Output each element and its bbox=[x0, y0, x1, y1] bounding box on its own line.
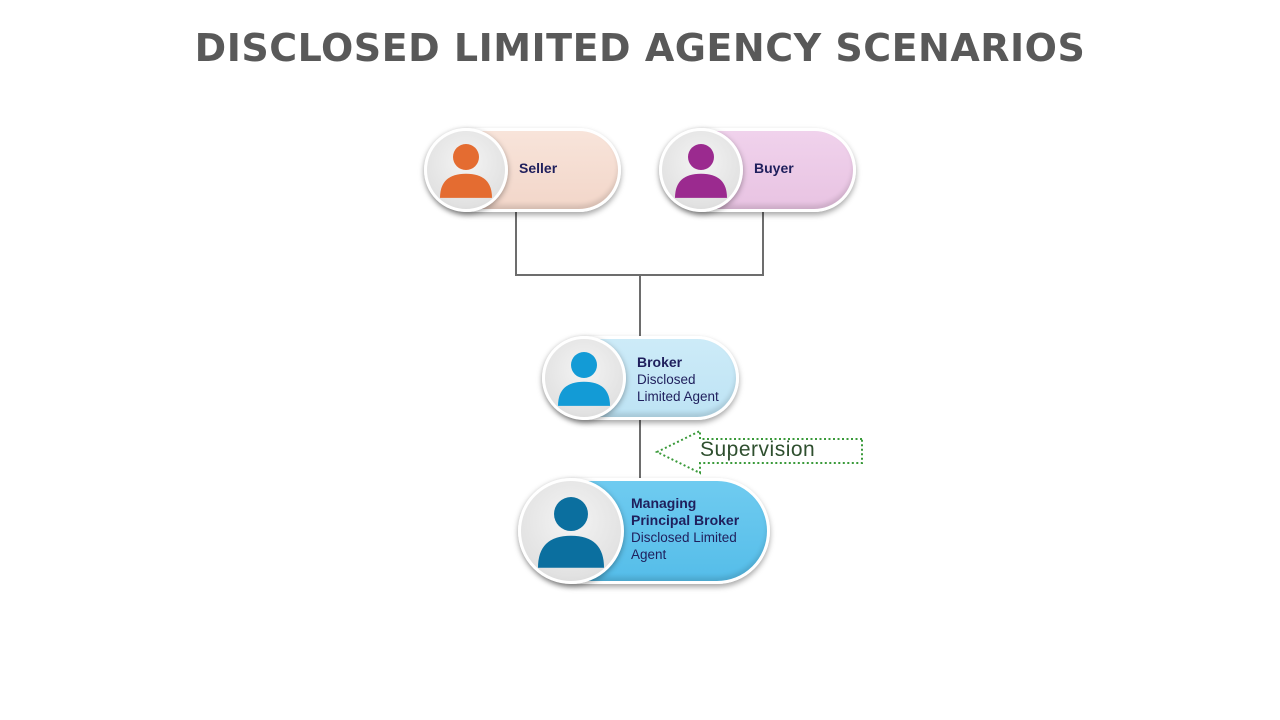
page-title: DISCLOSED LIMITED AGENCY SCENARIOS bbox=[194, 26, 1086, 70]
person-icon bbox=[675, 144, 727, 198]
person-icon bbox=[440, 144, 492, 198]
buyer-name: Buyer bbox=[754, 160, 794, 176]
managing-name-line1: Managing bbox=[631, 495, 697, 511]
supervision-label: Supervision bbox=[700, 438, 816, 461]
supervision-arrow bbox=[654, 429, 863, 475]
person-icon bbox=[558, 352, 610, 406]
managing-role-line2: Agent bbox=[631, 547, 667, 562]
seller-connector bbox=[515, 212, 640, 276]
managing-broker-label: Managing Principal Broker Disclosed Limi… bbox=[631, 495, 739, 563]
managing-role-line1: Disclosed Limited bbox=[631, 530, 737, 545]
managing-name-line2: Principal Broker bbox=[631, 512, 740, 528]
buyer-connector bbox=[640, 212, 764, 276]
seller-name: Seller bbox=[519, 160, 558, 176]
person-icon bbox=[537, 497, 605, 568]
broker-avatar bbox=[542, 336, 626, 420]
managing-broker-avatar bbox=[518, 478, 624, 584]
buyer-label: Buyer bbox=[754, 160, 794, 177]
buyer-avatar bbox=[659, 128, 743, 212]
seller-label: Seller bbox=[519, 160, 557, 177]
seller-avatar bbox=[424, 128, 508, 212]
broker-role-line2: Limited Agent bbox=[637, 389, 719, 404]
broker-role-line1: Disclosed bbox=[637, 372, 696, 387]
broker-label: Broker Disclosed Limited Agent bbox=[637, 354, 719, 405]
broker-name: Broker bbox=[637, 354, 683, 370]
